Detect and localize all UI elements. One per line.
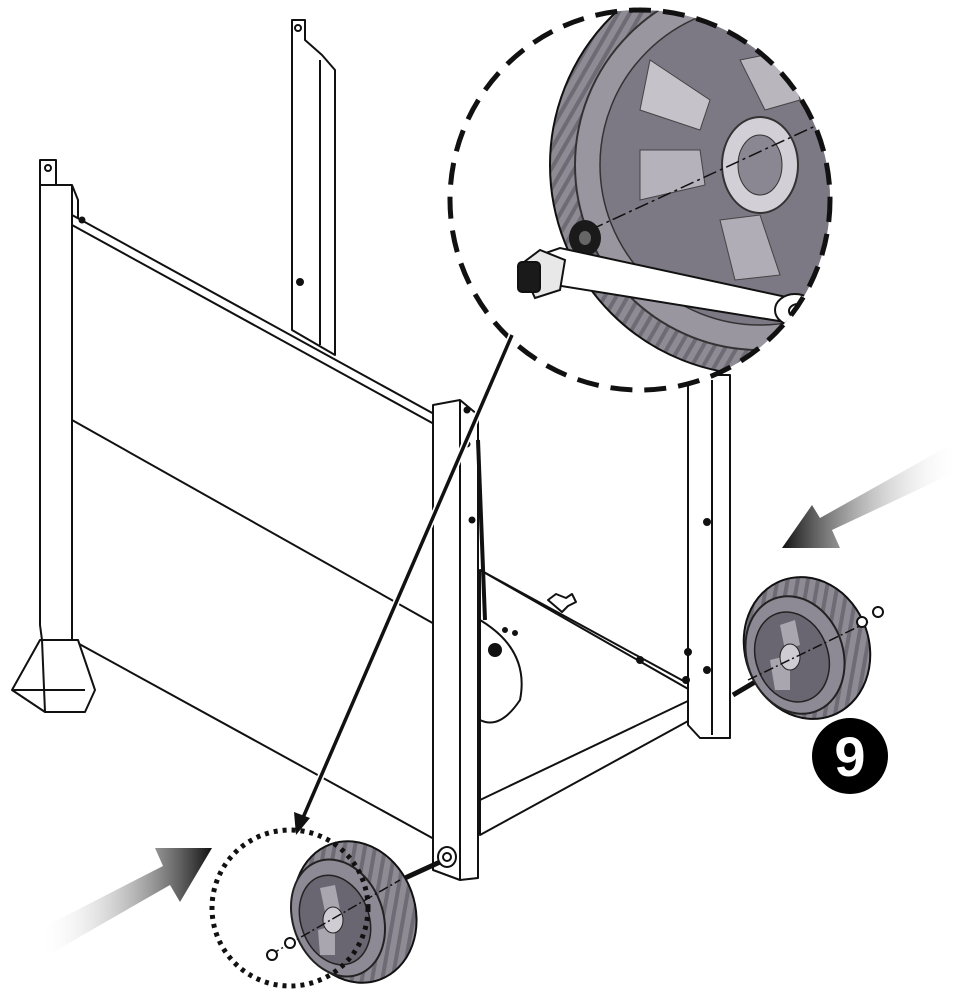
bottom-base bbox=[479, 569, 701, 836]
right-axle bbox=[731, 679, 757, 698]
detail-highlight-circle bbox=[209, 827, 371, 989]
zoom-callout bbox=[447, 7, 833, 393]
cart-frame bbox=[11, 19, 757, 881]
direction-arrow-icon bbox=[38, 848, 212, 955]
wheel-icon bbox=[266, 840, 418, 984]
front-left-post bbox=[432, 399, 487, 881]
step-badge: 9 bbox=[812, 718, 888, 794]
callout-pointer bbox=[294, 333, 516, 835]
left-foot bbox=[11, 639, 96, 713]
nut-icon bbox=[569, 220, 601, 256]
front-right-post bbox=[636, 374, 731, 739]
direction-arrow-icon bbox=[782, 445, 958, 548]
left-axle bbox=[403, 846, 457, 881]
back-panel bbox=[71, 214, 446, 846]
rear-right-post bbox=[291, 19, 336, 356]
wheel-icon bbox=[742, 576, 884, 720]
step-number: 9 bbox=[834, 725, 865, 788]
